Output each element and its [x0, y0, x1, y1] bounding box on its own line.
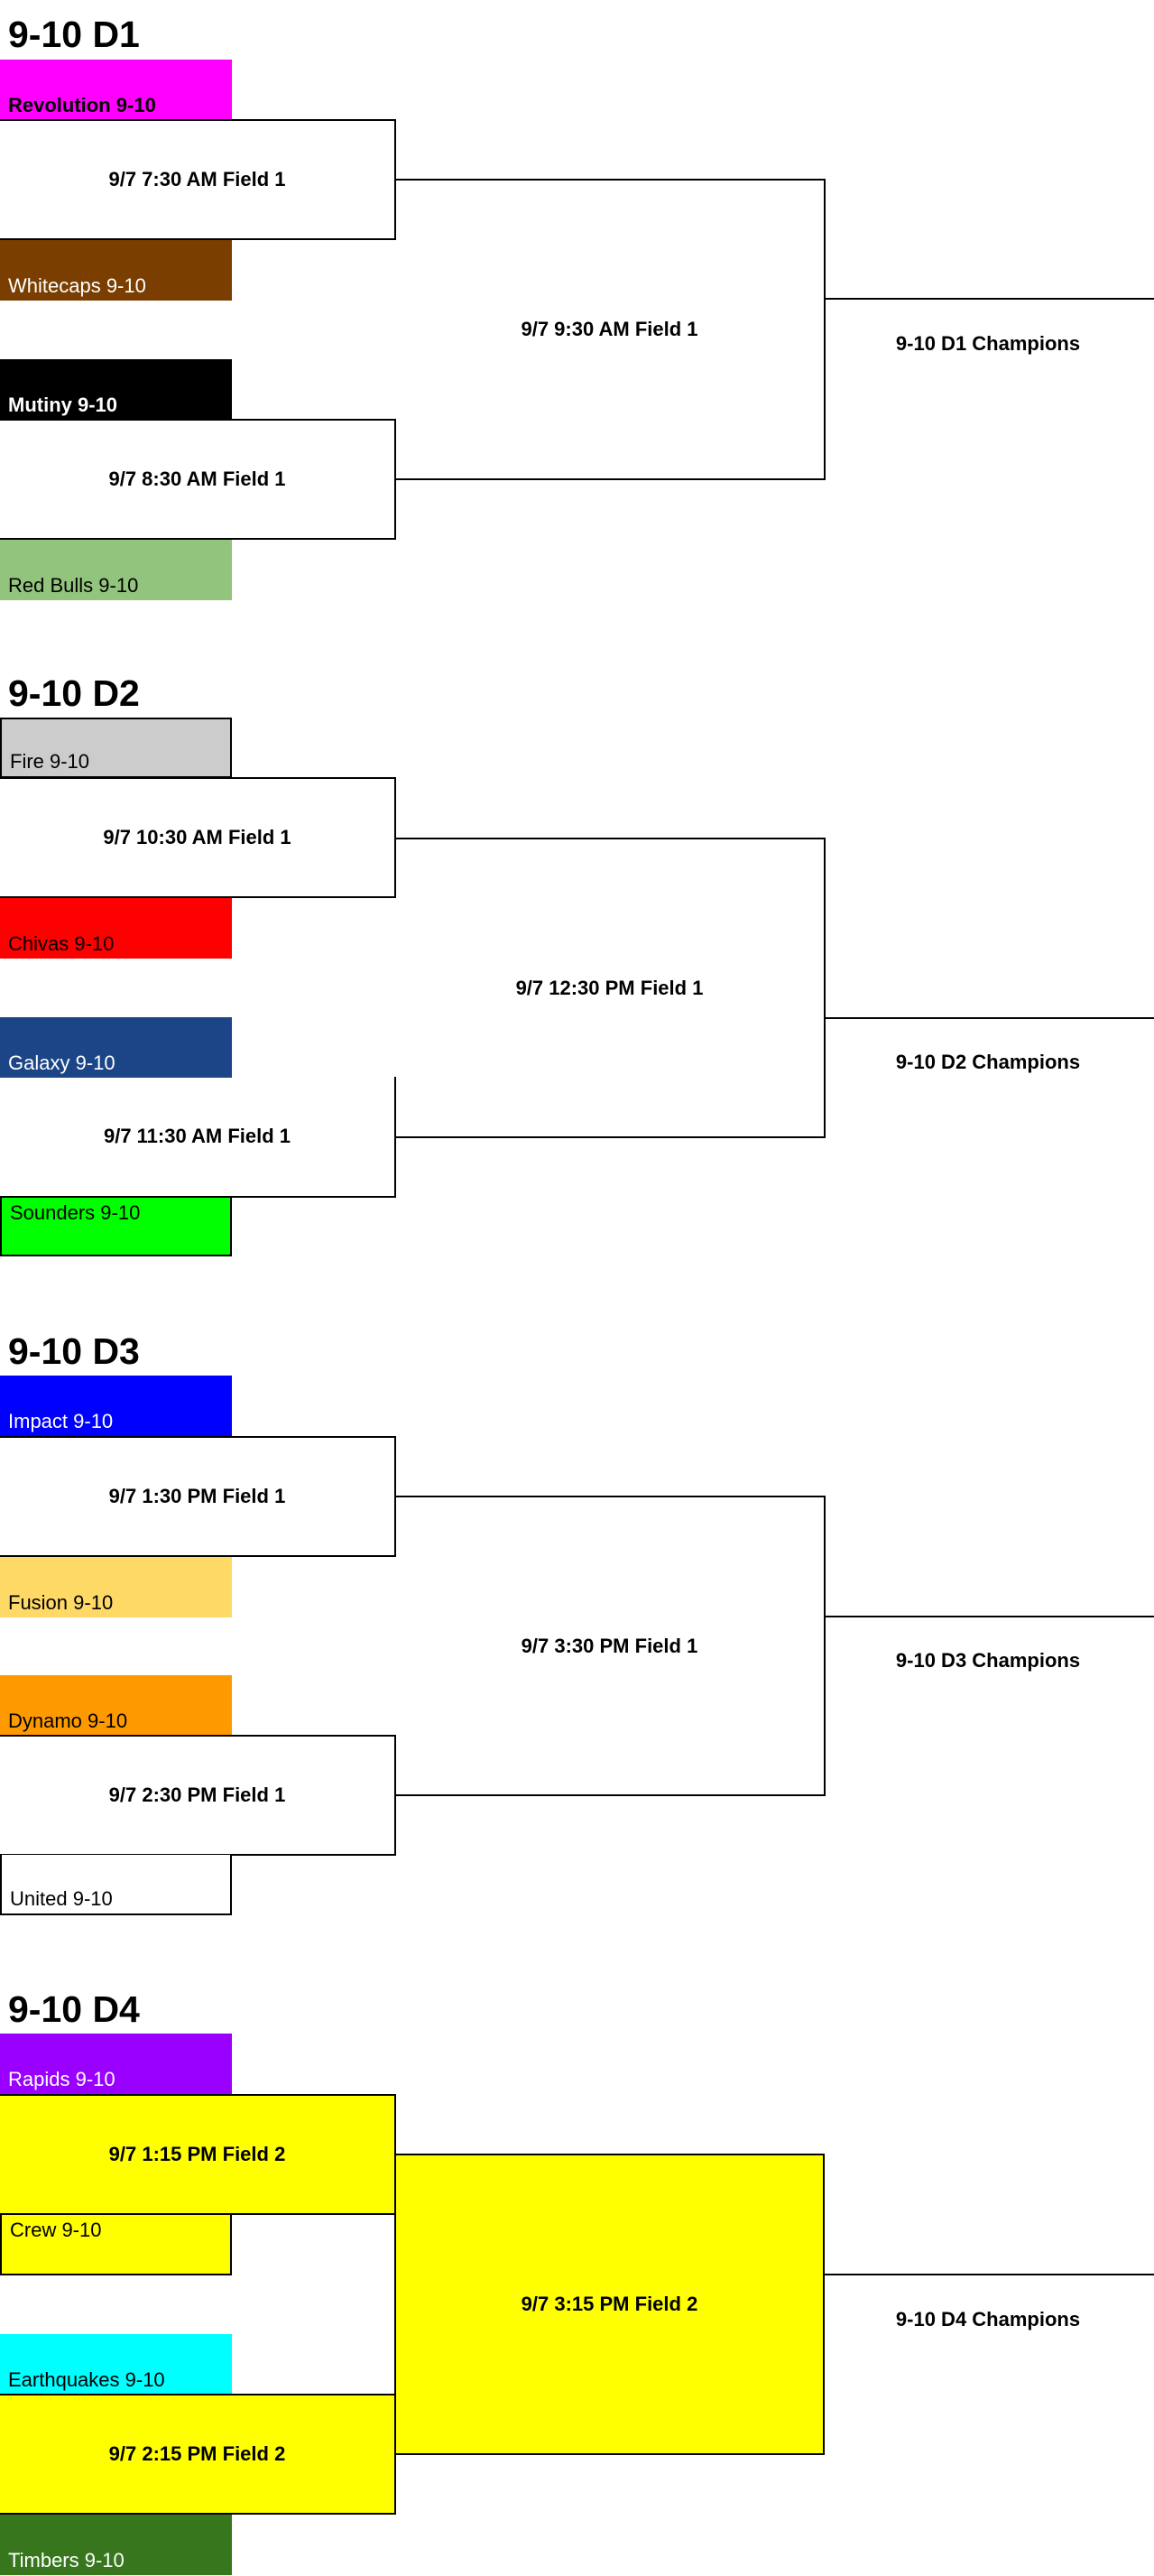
bracket-title-d2: 9-10 D2	[8, 672, 140, 714]
game-d1-1: 9/7 7:30 AM Field 1	[0, 119, 396, 240]
champion-label-d2: 9-10 D2 Champions	[895, 1051, 1081, 1073]
bracket-line	[824, 2274, 1154, 2275]
team-label: United 9-10	[10, 1887, 113, 1910]
team-crew: Crew 9-10	[0, 2215, 232, 2275]
team-label: Earthquakes 9-10	[8, 2368, 165, 2391]
champion-label-d1: 9-10 D1 Champions	[895, 332, 1081, 355]
game-label: 9/7 9:30 AM Field 1	[521, 318, 698, 340]
team-united: United 9-10	[0, 1855, 232, 1915]
game-label: 9/7 7:30 AM Field 1	[108, 168, 286, 190]
game-d3-1: 9/7 1:30 PM Field 1	[0, 1436, 396, 1557]
team-label: Galaxy 9-10	[8, 1052, 115, 1074]
team-label: Timbers 9-10	[8, 2549, 125, 2571]
team-fire: Fire 9-10	[0, 718, 232, 778]
team-sounders: Sounders 9-10	[0, 1196, 232, 1256]
team-label: Rapids 9-10	[8, 2068, 115, 2090]
game-label: 9/7 11:30 AM Field 1	[103, 1125, 291, 1147]
game-d1-2: 9/7 8:30 AM Field 1	[0, 419, 396, 540]
team-label: Chivas 9-10	[8, 932, 115, 955]
game-d4-2: 9/7 2:15 PM Field 2	[0, 2394, 396, 2515]
game-label: 9/7 3:30 PM Field 1	[521, 1635, 698, 1657]
game-label: 9/7 12:30 PM Field 1	[515, 977, 704, 999]
team-label: Impact 9-10	[8, 1410, 114, 1432]
bracket-title-d1: 9-10 D1	[8, 14, 140, 55]
team-fusion: Fusion 9-10	[0, 1557, 232, 1617]
game-label: 9/7 1:15 PM Field 2	[108, 2143, 286, 2165]
game-label: 9/7 1:30 PM Field 1	[108, 1485, 286, 1507]
team-timbers: Timbers 9-10	[0, 2515, 232, 2575]
bracket-line	[394, 1496, 826, 1497]
bracket-line	[824, 838, 826, 1138]
team-chivas: Chivas 9-10	[0, 898, 232, 959]
team-galaxy: Galaxy 9-10	[0, 1017, 232, 1078]
team-revolution: Revolution 9-10	[0, 60, 232, 120]
team-label: Sounders 9-10	[10, 1201, 141, 1224]
team-label: Fusion 9-10	[8, 1591, 114, 1614]
game-label: 9/7 3:15 PM Field 2	[521, 2293, 698, 2315]
team-dynamo: Dynamo 9-10	[0, 1675, 232, 1736]
team-earthquakes: Earthquakes 9-10	[0, 2334, 232, 2395]
bracket-line	[824, 1616, 1154, 1617]
final-game-d1: 9/7 9:30 AM Field 1	[394, 179, 825, 480]
bracket-line	[824, 1017, 1154, 1019]
team-label: Red Bulls 9-10	[8, 574, 139, 597]
game-d2-2: 9/7 11:30 AM Field 1	[0, 1077, 396, 1198]
team-impact: Impact 9-10	[0, 1376, 232, 1436]
team-red-bulls: Red Bulls 9-10	[0, 540, 232, 600]
bracket-line	[824, 298, 1154, 300]
game-d3-2: 9/7 2:30 PM Field 1	[0, 1735, 396, 1856]
team-label: Dynamo 9-10	[8, 1710, 128, 1732]
team-label: Crew 9-10	[10, 2219, 102, 2241]
game-label: 9/7 2:15 PM Field 2	[108, 2442, 286, 2465]
bracket-line	[394, 1794, 826, 1796]
final-game-d4: 9/7 3:15 PM Field 2	[394, 2154, 825, 2455]
final-game-d2: 9/7 12:30 PM Field 1	[394, 838, 825, 1139]
team-mutiny: Mutiny 9-10	[0, 359, 232, 420]
champion-label-d4: 9-10 D4 Champions	[895, 2308, 1081, 2330]
team-label: Mutiny 9-10	[8, 394, 118, 416]
bracket-line	[824, 1496, 826, 1796]
team-rapids: Rapids 9-10	[0, 2034, 232, 2094]
game-label: 9/7 10:30 AM Field 1	[103, 826, 291, 848]
team-whitecaps: Whitecaps 9-10	[0, 240, 232, 301]
bracket-line	[394, 179, 826, 181]
game-label: 9/7 8:30 AM Field 1	[108, 468, 286, 490]
team-label: Revolution 9-10	[8, 94, 156, 116]
bracket-line	[394, 1136, 826, 1138]
game-d2-1: 9/7 10:30 AM Field 1	[0, 777, 396, 898]
game-label: 9/7 2:30 PM Field 1	[108, 1784, 286, 1806]
champion-label-d3: 9-10 D3 Champions	[895, 1649, 1081, 1672]
final-game-d3: 9/7 3:30 PM Field 1	[394, 1496, 825, 1797]
team-label: Fire 9-10	[10, 750, 90, 773]
bracket-line	[394, 838, 826, 839]
bracket-line	[824, 179, 826, 480]
team-label: Whitecaps 9-10	[8, 274, 146, 297]
bracket-title-d3: 9-10 D3	[8, 1330, 140, 1372]
game-d4-1: 9/7 1:15 PM Field 2	[0, 2094, 396, 2215]
bracket-title-d4: 9-10 D4	[8, 1988, 140, 2030]
bracket-line	[394, 478, 826, 480]
